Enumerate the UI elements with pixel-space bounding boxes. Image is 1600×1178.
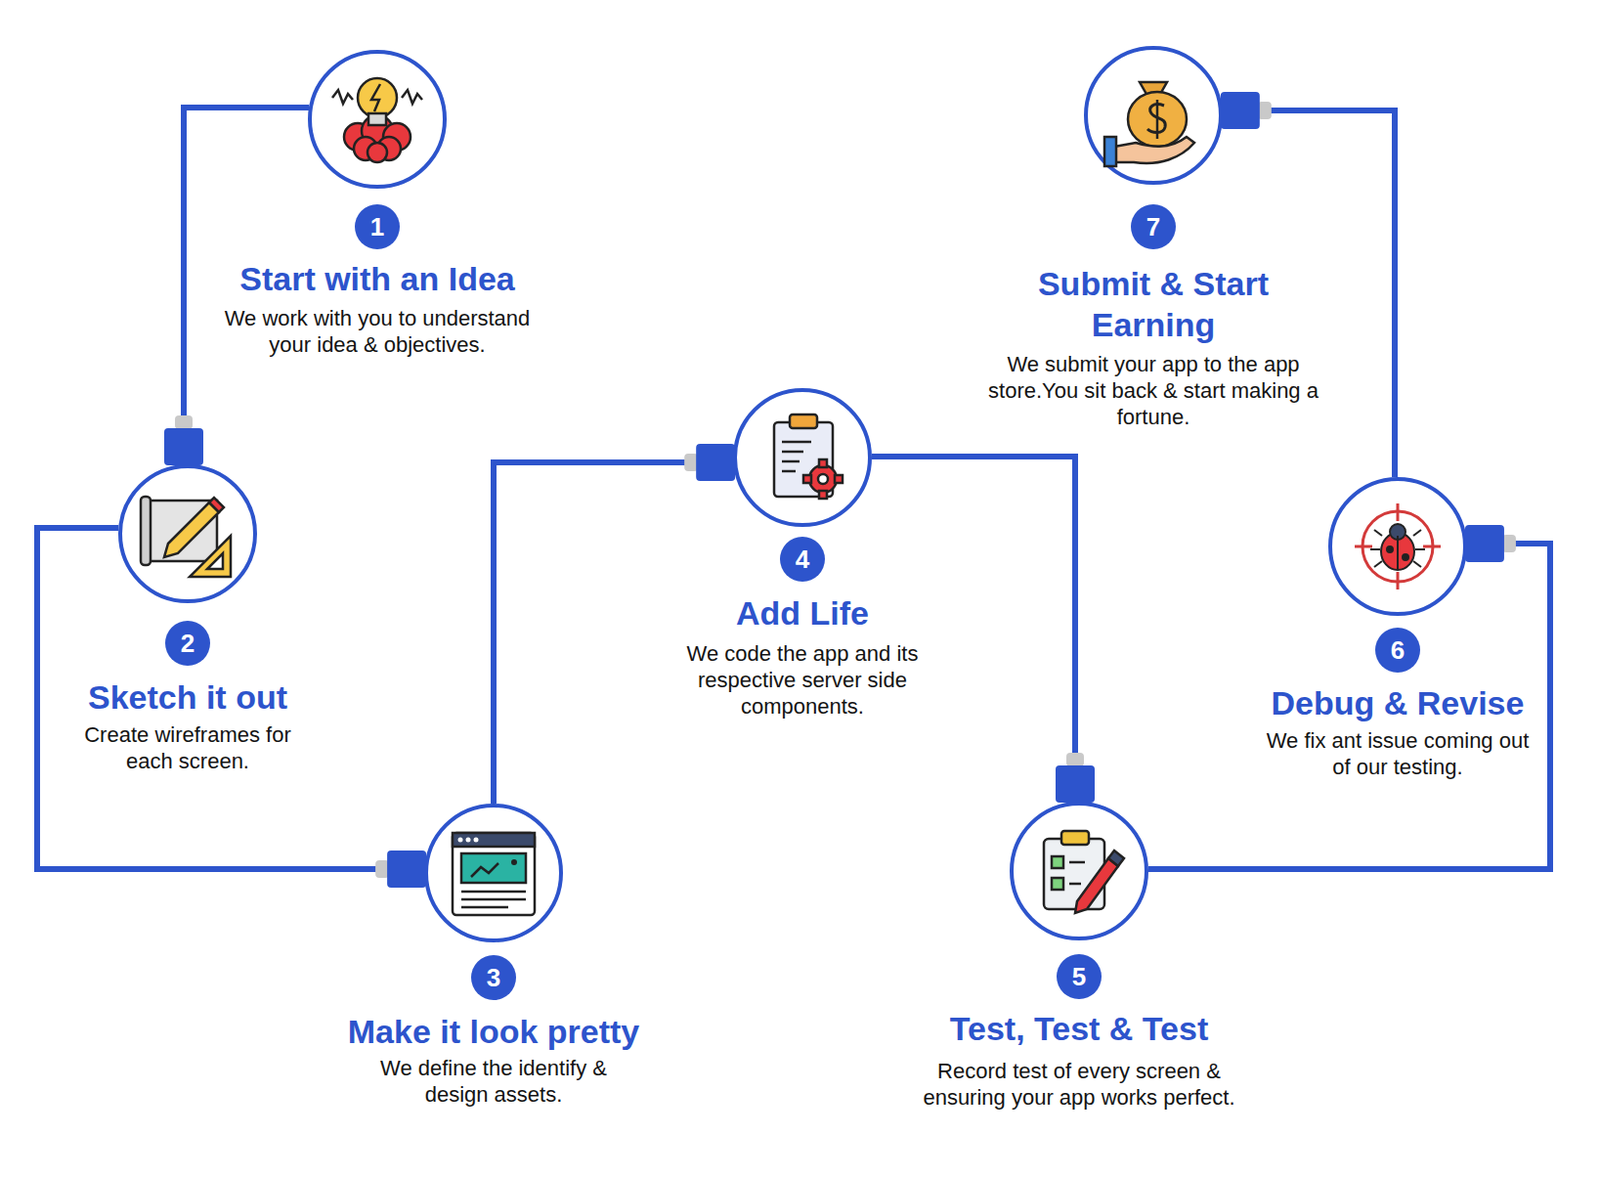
connector-plug xyxy=(164,428,204,466)
step-title: Test, Test & Test xyxy=(864,1007,1295,1049)
connector-plug xyxy=(695,443,736,481)
step-description: Create wireframes for each screen. xyxy=(65,721,310,775)
process-step: 1Start with an IdeaWe work with you to u… xyxy=(152,49,603,189)
step-title: Add Life xyxy=(616,592,989,634)
step-number: 1 xyxy=(354,204,400,250)
connector-line xyxy=(493,462,734,804)
step-title: Debug & Revise xyxy=(1211,682,1584,724)
step-number: 7 xyxy=(1130,204,1176,250)
step-description: We define the identify & design assets. xyxy=(371,1054,616,1108)
step-title: Make it look pretty xyxy=(278,1010,709,1052)
connector-plug xyxy=(1465,524,1505,563)
process-step: 7Submit & Start EarningWe submit your ap… xyxy=(948,45,1359,185)
connector-line xyxy=(871,456,1076,802)
step-title: Start with an Idea xyxy=(162,258,593,300)
step-description: We code the app and its respective serve… xyxy=(671,640,934,720)
connector-group xyxy=(871,456,1095,803)
step-circle xyxy=(1083,45,1223,185)
connector-plug-tip xyxy=(1502,534,1516,553)
step-number: 3 xyxy=(471,954,517,1000)
process-step: 5Test, Test & TestRecord test of every s… xyxy=(854,801,1304,941)
connector-plug-tip xyxy=(1066,752,1084,767)
process-step: 6Debug & ReviseWe fix ant issue coming o… xyxy=(1202,476,1594,616)
connector-plug-tip xyxy=(1257,101,1272,120)
step-number: 5 xyxy=(1056,953,1102,999)
step-description: We submit your app to the app store.You … xyxy=(986,350,1321,431)
step-title: Submit & Start Earning xyxy=(1011,262,1296,346)
connector-plug-tip xyxy=(684,453,698,472)
step-circle xyxy=(1328,476,1468,616)
step-circle xyxy=(118,464,258,604)
step-circle xyxy=(733,388,872,527)
step-circle xyxy=(424,803,563,943)
step-description: We fix ant issue coming out of our testi… xyxy=(1261,727,1534,780)
connector-plug xyxy=(1220,91,1260,130)
step-circle xyxy=(307,49,447,189)
step-title: Sketch it out xyxy=(26,676,349,718)
step-description: Record test of every screen & ensuring y… xyxy=(902,1057,1256,1111)
step-number: 4 xyxy=(779,536,825,582)
connector-plug xyxy=(1055,765,1095,803)
connector-plug-tip xyxy=(174,415,193,430)
step-number: 6 xyxy=(1375,627,1421,673)
step-circle xyxy=(1009,801,1149,941)
process-step: 2Sketch it outCreate wireframes for each… xyxy=(21,464,354,604)
connector-group xyxy=(493,443,736,804)
step-number: 2 xyxy=(165,620,211,666)
process-step: 3Make it look prettyWe define the identi… xyxy=(268,803,719,943)
connector-plug-tip xyxy=(375,860,390,878)
step-description: We work with you to understand your idea… xyxy=(205,304,550,358)
process-step: 4Add LifeWe code the app and its respect… xyxy=(606,388,998,527)
connector-plug xyxy=(387,850,427,888)
